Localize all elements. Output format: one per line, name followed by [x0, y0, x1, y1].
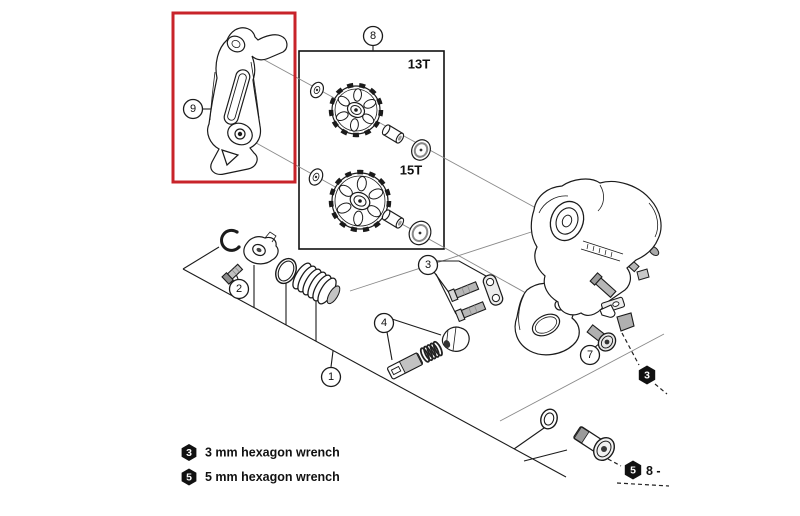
hex-marker-3-number: 3: [644, 370, 650, 382]
leader-callout-1: [330, 350, 334, 368]
legend-text-3mm: 3 mm hexagon wrench: [205, 446, 340, 460]
legend-item-5mm: 5 5 mm hexagon wrench: [181, 468, 340, 486]
pulley-15t-washer: [408, 220, 432, 246]
bracket-line-assembly1: [182, 268, 567, 478]
label-13t: 13T: [408, 57, 430, 72]
pulley-15t-bushing: [381, 209, 405, 229]
dashed-from-hex3: [654, 383, 668, 395]
pulley-13t-dustcap: [309, 81, 325, 99]
pulley-13t-washer: [411, 139, 431, 161]
part-washer: [540, 408, 558, 430]
part-tension-spring: [292, 262, 341, 305]
part-o-ring: [275, 257, 297, 285]
leader-4-barrel: [391, 318, 442, 336]
callout-9-number: 9: [190, 103, 196, 115]
legend-hex-5-icon: 5: [181, 468, 197, 486]
legend-item-3mm: 3 3 mm hexagon wrench: [181, 444, 340, 461]
callout-9: 9: [182, 98, 204, 120]
derailleur-body: [530, 178, 662, 316]
part-adjust-bolt-assembly: [386, 326, 470, 380]
highlight-box: [171, 11, 297, 184]
legend-text-5mm: 5 mm hexagon wrench: [205, 470, 340, 484]
leader-4-bolt: [386, 331, 393, 361]
callout-4: 4: [373, 312, 395, 334]
callout-1: 1: [320, 366, 342, 388]
dashed-to-hex3: [621, 332, 640, 366]
axis-line-spring-to-body: [349, 221, 563, 292]
brand-logo-marks: [580, 240, 624, 262]
legend-hex-3-icon: 3: [181, 444, 197, 461]
bracket-lines: [182, 45, 601, 478]
leader-bottom-bolt: [523, 449, 568, 462]
part-adjust-screws: [447, 281, 487, 323]
callout-4-number: 4: [381, 317, 387, 329]
callout-2-number: 2: [236, 283, 242, 295]
pulley-15t: [328, 169, 392, 233]
legend-hex-5-number: 5: [186, 472, 192, 484]
part-circlip: [220, 228, 241, 252]
pulley-13t: [328, 82, 384, 138]
callout-3: 3: [417, 254, 439, 276]
callout-8-number: 8: [370, 30, 376, 42]
callout-3-number: 3: [425, 259, 431, 271]
callout-7-number: 7: [587, 349, 593, 361]
part-clamp-bolt-7: [586, 324, 617, 352]
callout-1-number: 1: [328, 371, 334, 383]
hex-marker-5-number: 5: [630, 465, 636, 477]
dashed-from-hex5: [616, 482, 670, 487]
pulley-15t-dustcap: [308, 168, 324, 186]
torque-label: 8 -: [646, 464, 661, 478]
label-15t: 15T: [400, 163, 422, 178]
leader-3-link: [437, 260, 487, 277]
axis-line-bottom-right: [499, 333, 665, 422]
part-bolt-2: [221, 263, 244, 285]
part-pulley-bolt-5: [573, 426, 616, 462]
callout-8: 8: [362, 25, 384, 47]
highlighted-inner-plate: [207, 27, 288, 175]
legend-hex-3-number: 3: [186, 447, 192, 459]
part-adjust-spring: [419, 340, 443, 363]
leader-3-screw2: [435, 273, 457, 315]
hex-marker-5: 5: [624, 460, 642, 480]
callout-7: 7: [579, 344, 601, 366]
pulley-13t-bushing: [381, 124, 405, 144]
legend: 3 3 mm hexagon wrench 5 5 mm hexagon wre…: [181, 444, 340, 486]
dashed-lines: [607, 332, 670, 487]
dashed-to-hex5: [607, 458, 622, 467]
bracket-corner-left: [182, 246, 220, 270]
part-link-plate: [482, 274, 504, 306]
hex-marker-3: 3: [638, 365, 656, 385]
leader-bottom-washer: [513, 427, 545, 450]
part-cam-plate: [243, 231, 279, 265]
callout-2: 2: [228, 278, 250, 300]
part-clamp-hardware: [589, 272, 635, 332]
